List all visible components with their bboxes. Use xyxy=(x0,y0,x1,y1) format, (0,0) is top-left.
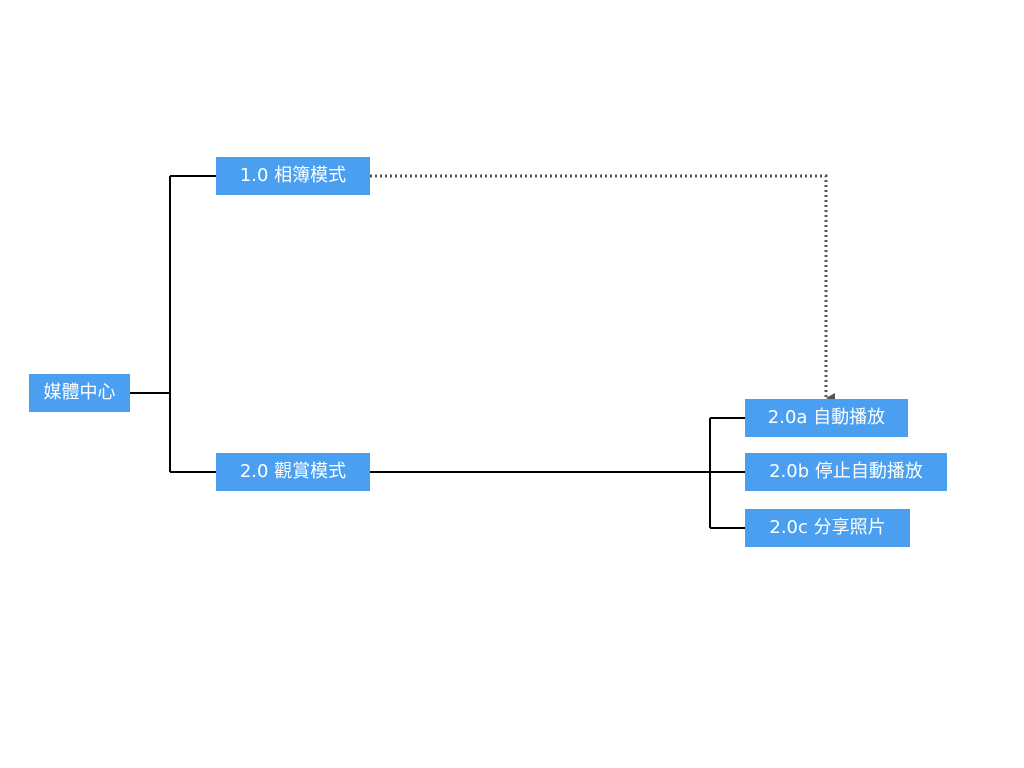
node-stop-autoplay-label: 2.0b 停止自動播放 xyxy=(769,461,923,482)
node-album-mode[interactable]: 1.0 相簿模式 xyxy=(216,157,370,195)
node-album-mode-label: 1.0 相簿模式 xyxy=(239,165,347,186)
dotted-link-album-to-autoplay xyxy=(370,174,835,403)
node-share-photos[interactable]: 2.0c 分享照片 xyxy=(745,509,910,547)
connector-viewing-to-children xyxy=(370,417,745,529)
node-autoplay-label: 2.0a 自動播放 xyxy=(767,407,886,428)
node-autoplay[interactable]: 2.0a 自動播放 xyxy=(745,399,908,437)
node-share-photos-label: 2.0c 分享照片 xyxy=(769,517,886,538)
node-viewing-mode[interactable]: 2.0 觀賞模式 xyxy=(216,453,370,491)
node-media-center-label: 媒體中心 xyxy=(43,382,116,403)
node-media-center[interactable]: 媒體中心 xyxy=(29,374,130,412)
node-stop-autoplay[interactable]: 2.0b 停止自動播放 xyxy=(745,453,947,491)
node-viewing-mode-label: 2.0 觀賞模式 xyxy=(239,461,347,482)
connector-root-to-branches xyxy=(130,175,216,473)
